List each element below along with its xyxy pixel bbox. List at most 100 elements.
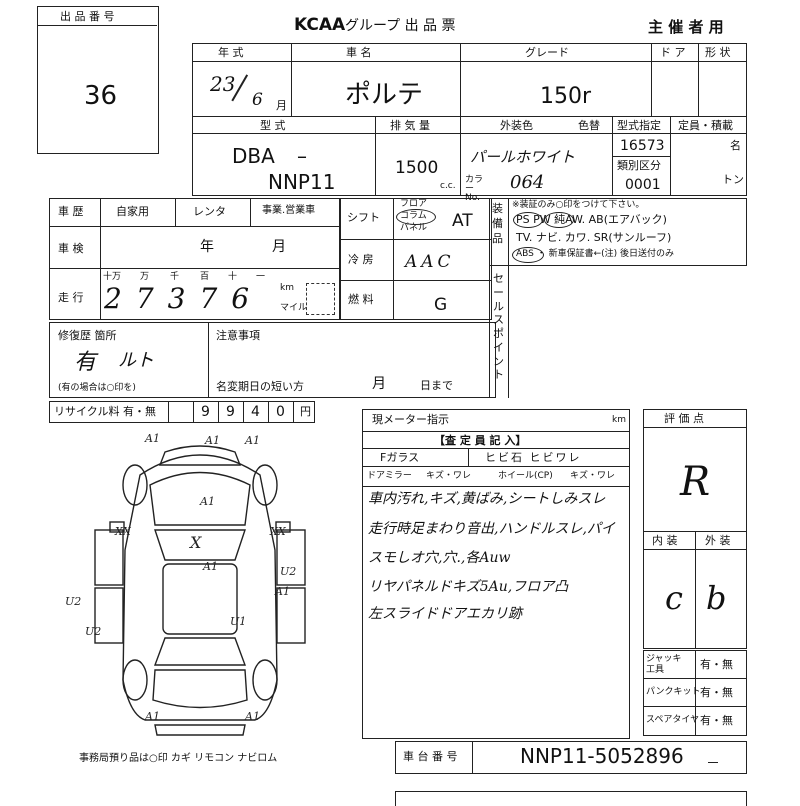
fuel-value: G (434, 295, 448, 315)
recycle-row (49, 401, 315, 423)
equipment-label: 装備品 (492, 202, 503, 245)
mileage-mile: マイル (280, 303, 308, 313)
puncture-kit-option[interactable]: 有・無 (700, 686, 733, 699)
recycle-digit-2: 9 (226, 404, 235, 420)
front-bumper (158, 445, 242, 466)
interior-label: 内 装 (652, 534, 678, 547)
jack-option[interactable]: 有・無 (700, 658, 733, 671)
shift-circle (396, 209, 436, 225)
capacity-unit-tons: トン (722, 173, 744, 186)
history-block (49, 198, 340, 320)
puncture-kit-label: パンクキット (646, 687, 701, 697)
mile-checkbox[interactable] (306, 283, 335, 315)
shift-floor[interactable]: フロア (400, 199, 428, 209)
damage-mark: A1 (274, 585, 290, 598)
damage-mark: XX (269, 525, 287, 538)
recycle-digit-4: 0 (276, 404, 285, 420)
model-spec-value: 16573 (620, 138, 665, 154)
wheel-rear-left (122, 659, 148, 701)
history-rental[interactable]: レンタ (193, 205, 226, 218)
repair-note: ルト (118, 350, 154, 371)
recycle-label: リサイクル料 有・無 (54, 405, 156, 418)
lot-number-value: 36 (84, 81, 118, 111)
chassis-label: 車 台 番 号 (403, 750, 458, 763)
interior-rating: c (665, 579, 683, 617)
capacity-unit-persons: 名 (730, 139, 741, 152)
history-private[interactable]: 自家用 (116, 205, 149, 218)
mileage-unit-1: 一 (256, 272, 266, 282)
repair-footnote: (有の場合は○印を) (58, 383, 136, 393)
mileage-value: 27376 (104, 282, 264, 315)
abs-circle (512, 247, 544, 263)
mileage-unit-1k: 千 (170, 272, 180, 282)
wheel-rear-right (252, 659, 278, 701)
inspector-comment-5: 左スライドドアエカリ跡 (368, 606, 522, 622)
inspector-comment-2: 走行時足まわり音出,ハンドルスレ,パイ (368, 521, 615, 537)
rating-value: R (680, 459, 711, 505)
mirror-right (275, 521, 291, 533)
right-front-door (276, 529, 306, 586)
ac-label: 冷 房 (348, 253, 374, 266)
lot-number-box: 出 品 番 号 36 (37, 6, 159, 154)
exterior-label: 外 装 (705, 534, 731, 547)
fuel-label: 燃 料 (348, 293, 374, 306)
meter-unit: km (612, 415, 626, 425)
right-rear-door (276, 587, 306, 644)
shift-value: AT (452, 211, 473, 231)
damage-mark: A1 (144, 432, 160, 445)
inspection-year: 年 (200, 239, 214, 255)
type-label: 型 式 (260, 119, 286, 132)
shift-panel[interactable]: パネル (400, 223, 428, 233)
inspector-comment-1: 車内汚れ,キズ,黄ばみ,シートしみスレ (368, 491, 606, 507)
name-label: 車 名 (346, 46, 372, 59)
exterior-color-value: パールホワイト (470, 148, 576, 166)
organizer-label: 主 催 者 用 (648, 18, 724, 36)
damage-mark: U2 (280, 565, 296, 578)
rear-window (153, 637, 247, 666)
repair-caution-block (49, 322, 496, 398)
repair-label: 修復歴 箇所 (58, 329, 117, 342)
lot-number-label: 出 品 番 号 (60, 10, 115, 23)
recycle-digit-1: 9 (201, 404, 210, 420)
recycle-unit: 円 (300, 405, 311, 418)
brand-logo: KCAA (294, 15, 346, 35)
damage-mark: A1 (144, 710, 160, 723)
year-value: 23 (210, 72, 236, 96)
left-front-door (94, 529, 124, 586)
bottom-row (395, 791, 747, 806)
displacement-value: 1500 (395, 158, 439, 178)
mileage-unit-100: 百 (200, 272, 210, 282)
door-label: ド ア (660, 46, 686, 59)
inspector-block (362, 409, 630, 739)
wheel-options: キズ・ワレ (570, 471, 616, 481)
recycle-digit-3: 4 (251, 404, 260, 420)
color-change-label: 色替 (578, 119, 600, 132)
name-change-label: 名変期日の短い方 (216, 380, 304, 393)
spare-tire-option[interactable]: 有・無 (700, 714, 733, 727)
inspection-month: 月 (272, 239, 286, 255)
shift-label: シフト (347, 211, 380, 224)
spec-block (340, 198, 492, 320)
history-label: 車 歴 (58, 205, 84, 218)
glass-label: Fガラス (380, 451, 420, 464)
wheel-front-right (252, 464, 278, 506)
meter-label: 現メーター指示 (372, 413, 449, 426)
month-value: 6 (252, 90, 263, 110)
color-no-value: 064 (510, 172, 545, 193)
name-change-month: 月 (372, 376, 386, 392)
mileage-unit-10: 十 (228, 272, 238, 282)
mirror-label: ドアミラー (367, 471, 412, 481)
history-business[interactable]: 事業.営業車 (262, 205, 316, 216)
caution-label: 注意事項 (216, 329, 260, 342)
exterior-color-label: 外装色 (500, 119, 533, 132)
form-title: グループ 出 品 票 (345, 18, 456, 34)
spare-tire-label: スペアタイヤ (646, 715, 700, 725)
wheel-front-left (122, 464, 148, 506)
office-note: 事務局預り品は○印 カギ リモコン ナビロム (79, 753, 278, 764)
year-label: 年 式 (218, 46, 244, 59)
mirror-options: キズ・ワレ (426, 471, 472, 481)
ps-circle (513, 212, 543, 228)
damage-mark: A1 (202, 560, 218, 573)
rear-bumper (154, 724, 246, 736)
